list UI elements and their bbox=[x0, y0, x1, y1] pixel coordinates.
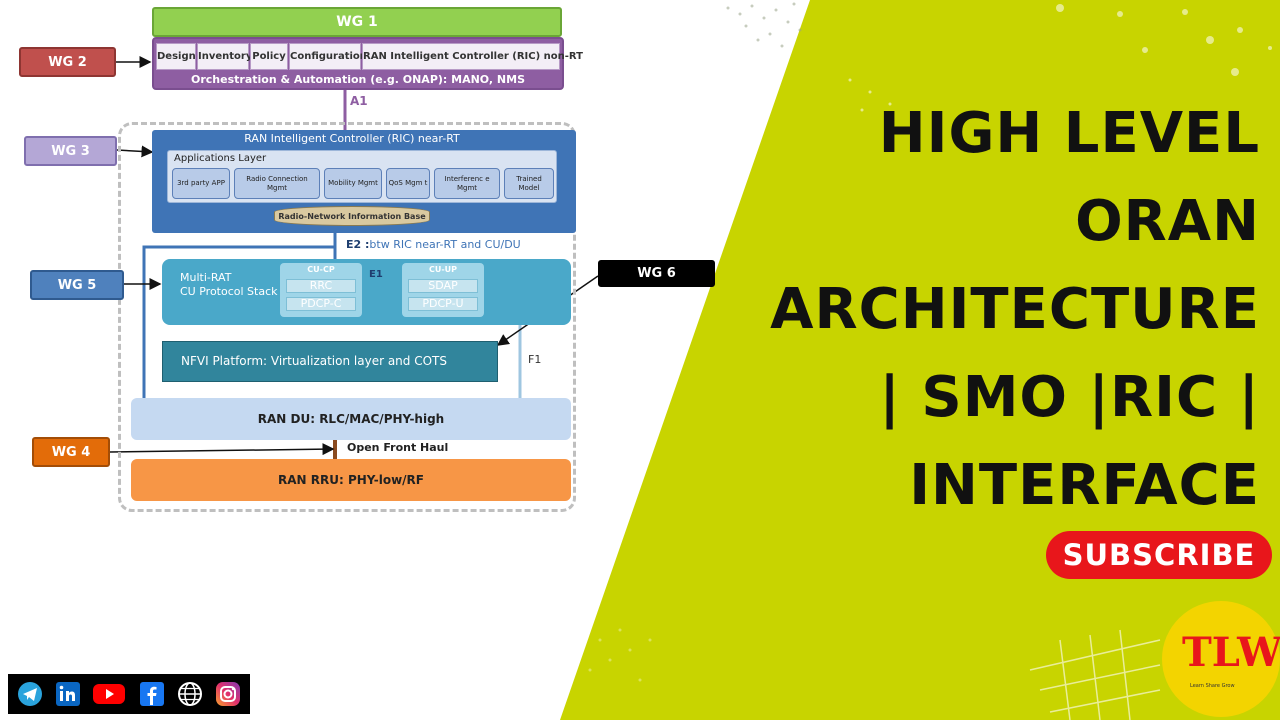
linkedin-icon[interactable] bbox=[54, 680, 82, 708]
app-mobility: Mobility Mgmt bbox=[324, 168, 382, 199]
open-front-haul-label: Open Front Haul bbox=[347, 441, 449, 454]
e2-label-rest: btw RIC near-RT and CU/DU bbox=[369, 238, 521, 251]
subscribe-button[interactable]: SUBSCRIBE bbox=[1046, 531, 1272, 579]
app-3rd-party: 3rd party APP bbox=[172, 168, 230, 199]
headline-line2: ORAN bbox=[1075, 189, 1260, 254]
wg5-tag: WG 5 bbox=[30, 270, 124, 300]
app-trained-model: Trained Model bbox=[504, 168, 554, 199]
headline-line4: | SMO |RIC | bbox=[879, 365, 1260, 430]
cu-text-line1: Multi-RAT bbox=[180, 271, 232, 284]
smo-box: Design Inventory Policy Configuration RA… bbox=[152, 37, 583, 90]
instagram-icon[interactable] bbox=[214, 680, 242, 708]
dashed-container bbox=[118, 122, 576, 512]
globe-icon[interactable] bbox=[176, 680, 204, 708]
app-radio-connection: Radio Connection Mgmt bbox=[234, 168, 320, 199]
smo-ric-non-rt: RAN Intelligent Controller (RIC) non-RT bbox=[362, 43, 583, 70]
cu-cp-title: CU-CP bbox=[307, 265, 335, 274]
smo-configuration: Configuration bbox=[289, 43, 367, 70]
wg4-tag: WG 4 bbox=[32, 437, 110, 467]
cu-cp-group: CU-CP RRC PDCP-C bbox=[280, 263, 362, 317]
smo-policy: Policy bbox=[250, 43, 288, 70]
wg2-tag: WG 2 bbox=[19, 47, 116, 77]
ran-rru-box: RAN RRU: PHY-low/RF bbox=[131, 459, 571, 501]
a1-label: A1 bbox=[350, 94, 368, 108]
smo-footer: Orchestration & Automation (e.g. ONAP): … bbox=[191, 73, 525, 86]
telegram-icon[interactable] bbox=[16, 680, 44, 708]
headline-line1: HIGH LEVEL bbox=[878, 101, 1260, 166]
smo-inventory: Inventory bbox=[197, 43, 252, 70]
sdap-cell: SDAP bbox=[408, 279, 478, 293]
ric-near-rt-box: RAN Intelligent Controller (RIC) near-RT… bbox=[152, 130, 576, 233]
wg3-tag: WG 3 bbox=[24, 136, 117, 166]
applications-layer-title: Applications Layer bbox=[174, 153, 267, 164]
pdcp-c-cell: PDCP-C bbox=[286, 297, 356, 311]
headline-line5: INTERFACE bbox=[909, 453, 1260, 518]
cu-text: Multi-RAT CU Protocol Stack bbox=[180, 271, 278, 299]
cu-up-title: CU-UP bbox=[428, 265, 458, 274]
ran-du-box: RAN DU: RLC/MAC/PHY-high bbox=[131, 398, 571, 440]
youtube-icon[interactable] bbox=[92, 680, 126, 708]
nfvi-platform: NFVI Platform: Virtualization layer and … bbox=[162, 341, 498, 407]
logo-letters: TLW bbox=[1182, 629, 1280, 676]
cu-up-group: CU-UP SDAP PDCP-U bbox=[402, 263, 484, 317]
ric-title: RAN Intelligent Controller (RIC) near-RT bbox=[244, 132, 460, 145]
wg6-tag: WG 6 bbox=[598, 260, 715, 287]
facebook-icon[interactable] bbox=[138, 680, 166, 708]
logo-tagline: Learn Share Grow bbox=[1190, 683, 1235, 689]
cu-box: Multi-RAT CU Protocol Stack CU-CP RRC PD… bbox=[162, 259, 571, 325]
social-bar bbox=[8, 674, 250, 714]
applications-layer: Applications Layer 3rd party APP Radio C… bbox=[167, 150, 557, 203]
f1-label: F1 bbox=[528, 353, 542, 366]
headline-line3: ARCHITECTURE bbox=[770, 277, 1260, 342]
e1-label: E1 bbox=[369, 269, 383, 280]
rrc-cell: RRC bbox=[286, 279, 356, 293]
tlw-logo[interactable]: TLW Learn Share Grow bbox=[1162, 601, 1280, 717]
smo-design: Design bbox=[156, 43, 196, 70]
app-qos: QoS Mgm t bbox=[386, 168, 430, 199]
app-interference: Interferenc e Mgmt bbox=[434, 168, 500, 199]
rnib-cylinder: Radio-Network Information Base bbox=[274, 206, 430, 226]
wg1-bar: WG 1 bbox=[152, 7, 562, 37]
e2-label: E2 :btw RIC near-RT and CU/DU bbox=[346, 238, 521, 251]
e2-label-bold: E2 : bbox=[346, 238, 370, 251]
pdcp-u-cell: PDCP-U bbox=[408, 297, 478, 311]
cu-text-line2: CU Protocol Stack bbox=[180, 285, 278, 298]
